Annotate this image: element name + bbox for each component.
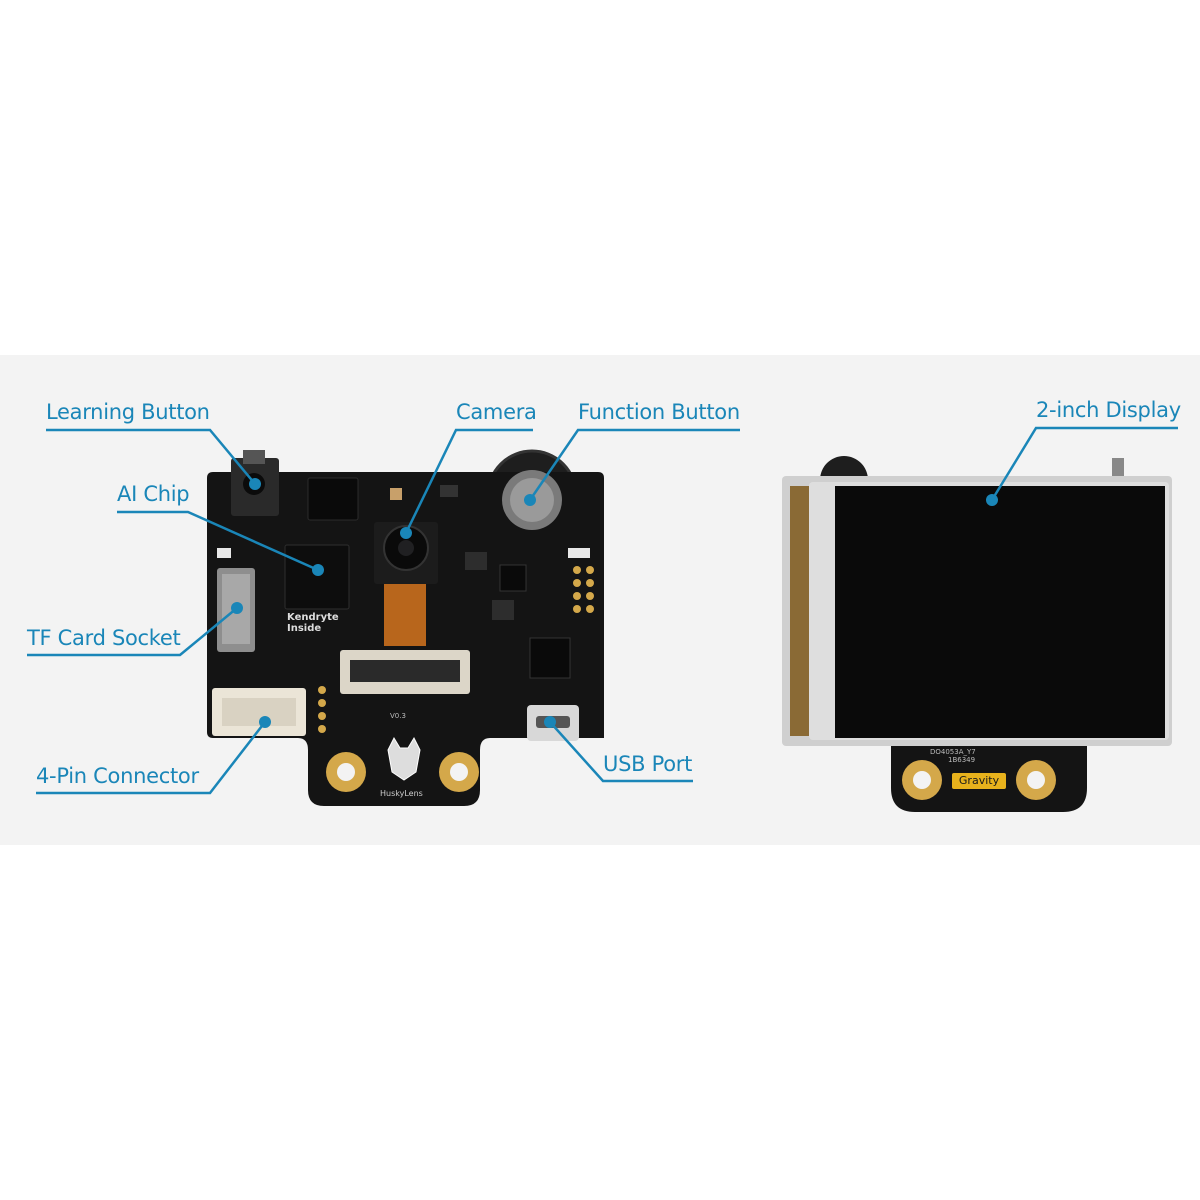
chip-text-line2: Inside <box>287 623 322 634</box>
leader-function-button <box>528 428 740 501</box>
label-camera: Camera <box>456 400 537 424</box>
leader-learning-button <box>46 428 256 485</box>
display-board <box>782 456 1172 812</box>
leader-4-pin <box>36 721 266 795</box>
leader-usb <box>549 721 693 783</box>
leader-camera <box>404 428 533 534</box>
label-usb-port: USB Port <box>603 752 693 776</box>
label-2-inch-display: 2-inch Display <box>1036 398 1181 422</box>
brand-text: HuskyLens <box>380 789 423 798</box>
front-board <box>207 449 604 806</box>
leader-ai-chip <box>117 510 319 572</box>
version-text: V0.3 <box>390 712 406 720</box>
label-function-button: Function Button <box>578 400 740 424</box>
label-4-pin-connector: 4-Pin Connector <box>36 764 199 788</box>
part-code-line2: 1B6349 <box>948 756 976 764</box>
part-code-line1: DO4053A_Y7 <box>930 748 976 756</box>
label-learning-button: Learning Button <box>46 400 210 424</box>
chip-text-line1: Kendryte <box>287 612 339 623</box>
label-tf-card-socket: TF Card Socket <box>27 626 181 650</box>
callout-lines <box>27 426 1178 795</box>
leader-display <box>990 426 1178 501</box>
leader-tf-card <box>27 607 238 657</box>
gravity-badge: Gravity <box>952 773 1006 789</box>
callout-dots <box>231 478 998 728</box>
label-ai-chip: AI Chip <box>117 482 190 506</box>
